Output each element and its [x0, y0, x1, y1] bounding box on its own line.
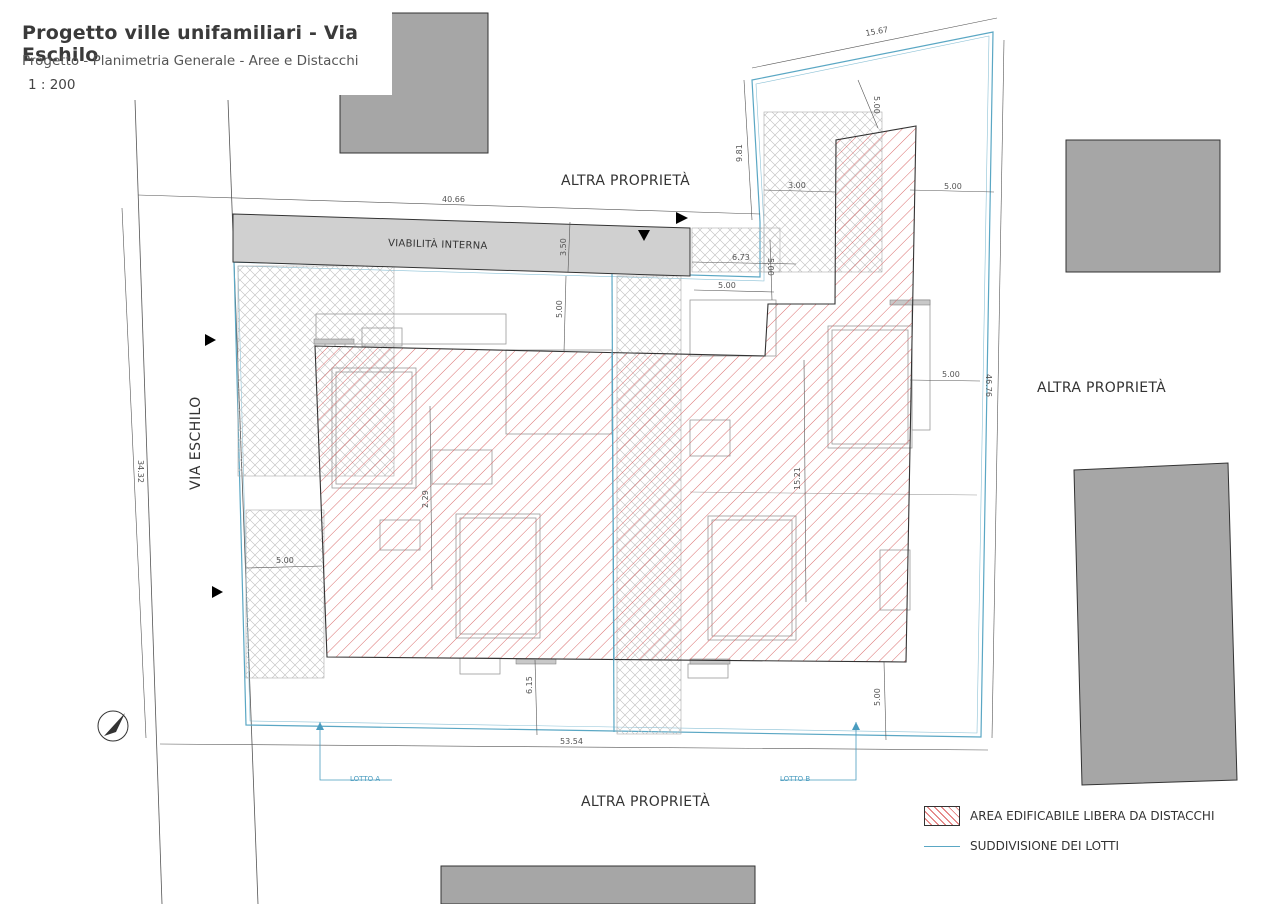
- dim-setback-right-top: 5.00: [944, 182, 962, 191]
- dim-left-height: 34.32: [136, 460, 145, 483]
- buildable-area: [314, 125, 917, 663]
- neighbor-building-right-top: [1065, 139, 1221, 273]
- dim-road-width: 3.50: [559, 238, 568, 256]
- legend-hatch-swatch: [924, 806, 960, 826]
- label-altra-proprieta-top: ALTRA PROPRIETÀ: [561, 173, 691, 189]
- legend-item-lot-division: SUDDIVISIONE DEI LOTTI: [924, 839, 1119, 853]
- dim-right-height: 46.76: [984, 374, 993, 397]
- legend-line-swatch: [924, 845, 960, 847]
- title-block: Progetto ville unifamiliari - Via Eschil…: [0, 0, 392, 95]
- north-arrow-icon: [97, 710, 129, 742]
- dim-inner-300: 3.00: [788, 181, 806, 190]
- internal-road: [232, 213, 691, 277]
- neighbor-building-right-bottom: [1073, 462, 1238, 786]
- dim-setback-bottom: 5.00: [873, 688, 882, 706]
- street-label: VIA ESCHILO: [188, 396, 204, 490]
- lotto-a-label: LOTTO A: [350, 775, 380, 783]
- dim-setback-left: 5.00: [276, 556, 294, 565]
- label-altra-proprieta-bottom: ALTRA PROPRIETÀ: [581, 794, 711, 810]
- legend-label: SUDDIVISIONE DEI LOTTI: [970, 839, 1120, 853]
- dim-inner-500-b: 5.00: [766, 258, 775, 276]
- page-title: Progetto ville unifamiliari - Via Eschil…: [22, 22, 359, 66]
- dim-inner-615: 6.15: [525, 676, 534, 694]
- legend-item-buildable: AREA EDIFICABILE LIBERA DA DISTACCHI: [924, 806, 1214, 826]
- page-subtitle: Progetto - Planimetria Generale - Aree e…: [22, 53, 359, 69]
- legend-label: AREA EDIFICABILE LIBERA DA DISTACCHI: [970, 809, 1215, 823]
- dim-top-width: 40.66: [442, 195, 465, 204]
- road-label: VIABILITÀ INTERNA: [388, 236, 488, 252]
- dim-inner-500-a: 5.00: [718, 281, 736, 290]
- lotto-b-label: LOTTO B: [780, 775, 810, 783]
- dim-inner-229: 2.29: [421, 490, 430, 508]
- dim-inner-1521: 15.21: [793, 467, 802, 490]
- dim-top-right-width: 15.67: [865, 25, 889, 38]
- setback-zone: [245, 509, 325, 679]
- dim-inner-673: 6.73: [732, 253, 750, 262]
- neighbor-building-bottom: [440, 865, 756, 904]
- dim-setback-road: 5.00: [555, 300, 564, 318]
- label-altra-proprieta-right: ALTRA PROPRIETÀ: [1037, 380, 1167, 396]
- dim-setback-top-right: 5.00: [872, 96, 881, 114]
- scale-label: 1 : 200: [28, 77, 76, 93]
- dim-notch-height: 9.81: [735, 144, 744, 162]
- dim-bottom-width: 53.54: [560, 737, 583, 746]
- dim-setback-right: 5.00: [942, 370, 960, 379]
